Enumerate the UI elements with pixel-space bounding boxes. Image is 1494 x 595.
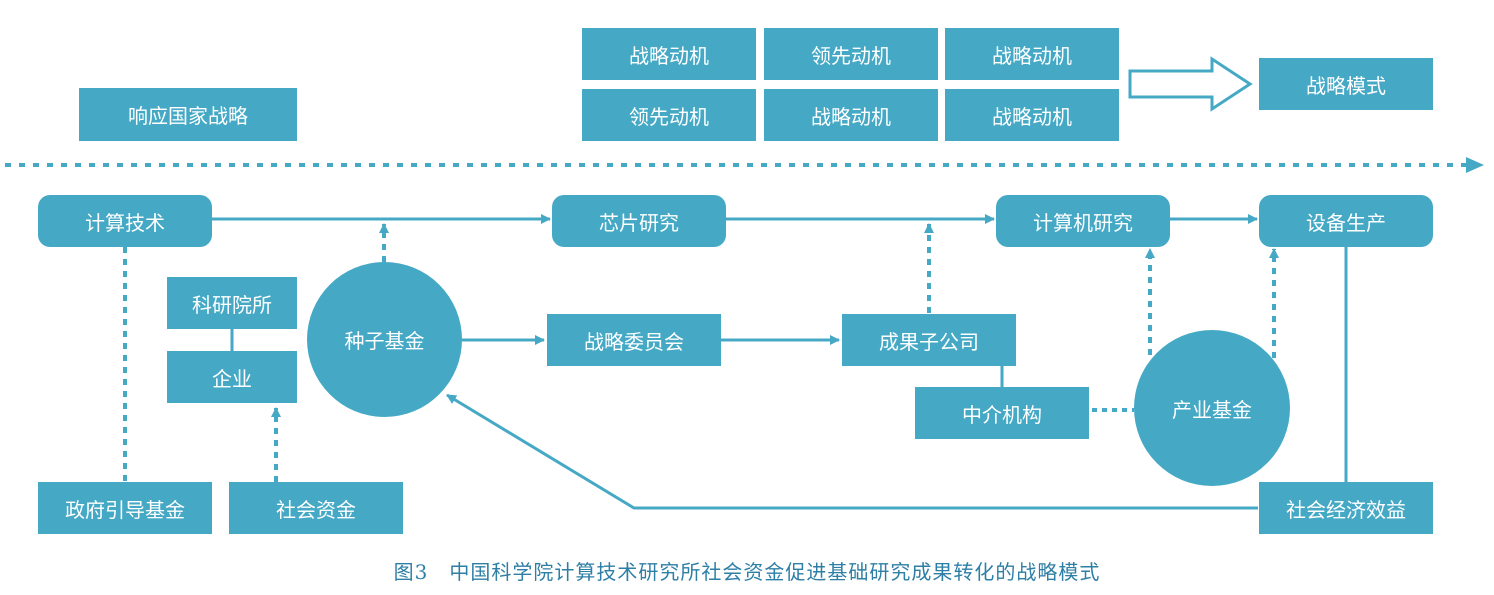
arrow-benefit-to-seed	[446, 393, 1258, 510]
strategy-committee-box: 战略委员会	[547, 314, 721, 366]
social-capital-box: 社会资金	[229, 482, 403, 534]
respond-strategy-box: 响应国家战略	[79, 88, 297, 141]
motive-box-r2c3: 战略动机	[945, 89, 1119, 141]
computing-tech-box: 计算技术	[38, 195, 212, 247]
research-institute-box: 科研院所	[167, 277, 297, 329]
socioeconomic-benefit-box: 社会经济效益	[1259, 482, 1433, 534]
motive-box-r2c1: 领先动机	[582, 89, 756, 141]
seed-fund-circle: 种子基金	[307, 262, 462, 417]
strategy-mode-box: 战略模式	[1259, 58, 1433, 110]
divider-arrowhead	[1466, 157, 1484, 173]
figure-caption: 图3 中国科学院计算技术研究所社会资金促进基础研究成果转化的战略模式	[393, 560, 1101, 584]
gov-guide-fund-box: 政府引导基金	[38, 482, 212, 534]
equipment-production-box: 设备生产	[1259, 195, 1433, 247]
industry-fund-circle: 产业基金	[1134, 330, 1290, 486]
motive-box-r2c2: 战略动机	[764, 89, 938, 141]
hollow-big-arrow	[1128, 56, 1253, 112]
motive-box-r1c3: 战略动机	[945, 28, 1119, 80]
enterprise-box: 企业	[167, 351, 297, 403]
motive-box-r1c2: 领先动机	[764, 28, 938, 80]
intermediary-box: 中介机构	[915, 387, 1089, 439]
achievement-subsidiary-box: 成果子公司	[842, 314, 1016, 366]
computer-research-box: 计算机研究	[996, 195, 1170, 247]
motive-box-r1c1: 战略动机	[582, 28, 756, 80]
chip-research-box: 芯片研究	[552, 195, 726, 247]
